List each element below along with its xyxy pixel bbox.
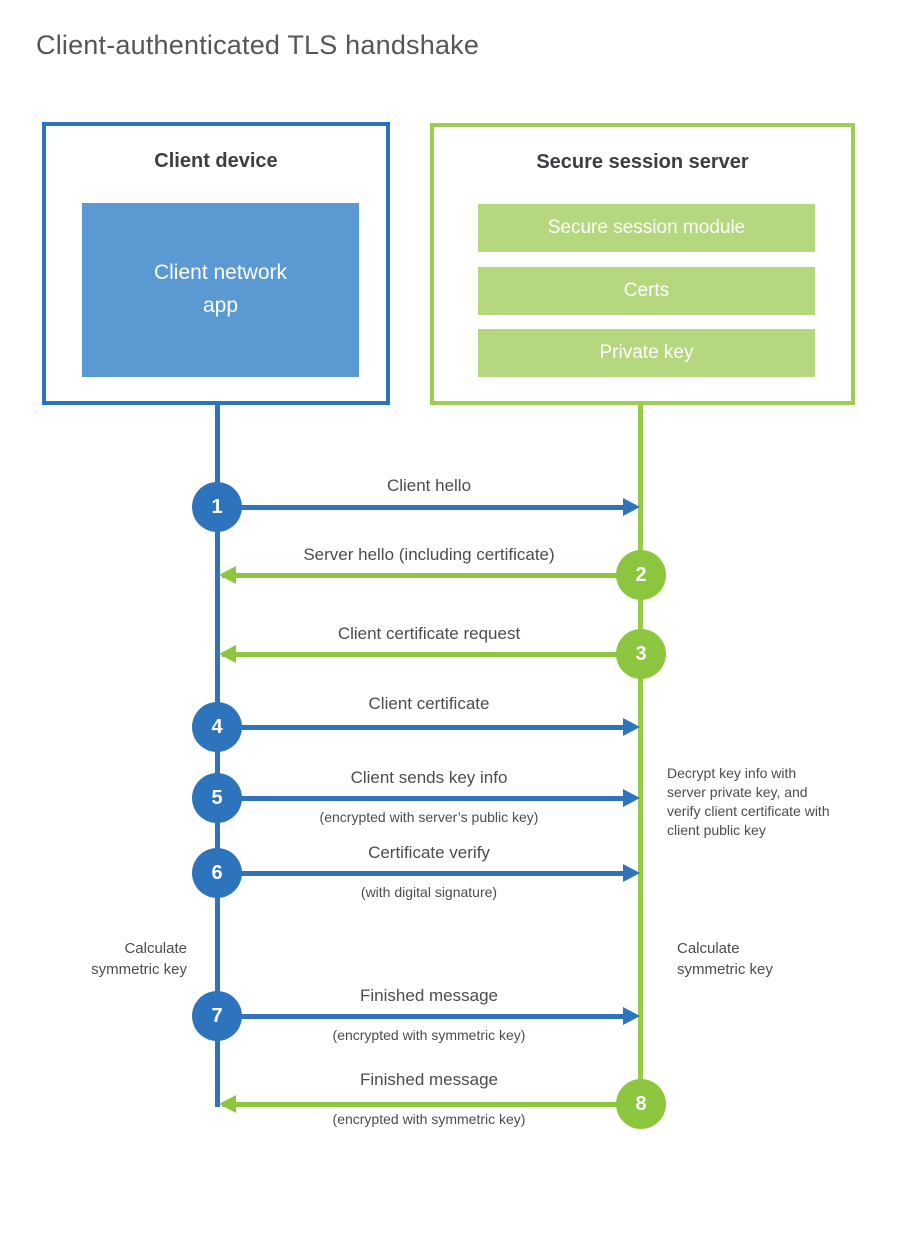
step-4-arrow (217, 718, 641, 736)
step-6-badge: 6 (192, 848, 242, 898)
step-3-badge: 3 (616, 629, 666, 679)
step-1-label: Client hello (386, 476, 472, 495)
step-2-arrow (217, 566, 641, 584)
calculate-symmetric-key-right: Calculate symmetric key (677, 940, 773, 978)
arrow-shaft (230, 796, 626, 801)
step-8-arrow (217, 1095, 641, 1113)
page-title: Client-authenticated TLS handshake (36, 30, 480, 60)
arrow-shaft (230, 1014, 626, 1019)
secure-session-server-title: Secure session server (536, 151, 749, 173)
arrow-shaft (222, 652, 628, 657)
server-lifeline (638, 404, 643, 1104)
step-7-badge: 7 (192, 991, 242, 1041)
step-7-sublabel: (encrypted with symmetric key) (332, 1027, 526, 1043)
arrowhead-right-icon (623, 718, 640, 736)
arrowhead-left-icon (219, 1095, 236, 1113)
step-5-arrow (217, 789, 641, 807)
step-7-arrow (217, 1007, 641, 1025)
step-1-badge: 1 (192, 482, 242, 532)
arrow-shaft (222, 1102, 628, 1107)
step-4-badge: 4 (192, 702, 242, 752)
arrowhead-right-icon (623, 864, 640, 882)
arrowhead-right-icon (623, 789, 640, 807)
server-module-certs: Certs (478, 267, 815, 315)
client-device-title: Client device (154, 150, 278, 172)
client-network-app-box: Client network app (82, 203, 359, 377)
step-4-label: Client certificate (368, 694, 490, 713)
step-5-label: Client sends key info (350, 768, 508, 787)
arrow-shaft (230, 505, 626, 510)
client-lifeline (215, 404, 220, 1107)
step-5-badge: 5 (192, 773, 242, 823)
arrow-shaft (230, 871, 626, 876)
arrow-shaft (222, 573, 628, 578)
step-5-sublabel: (encrypted with server’s public key) (319, 809, 539, 825)
client-device-box: Client device Client network app (42, 122, 390, 405)
step-6-sublabel: (with digital signature) (360, 884, 498, 900)
step-6-arrow (217, 864, 641, 882)
step-8-badge: 8 (616, 1079, 666, 1129)
arrowhead-left-icon (219, 645, 236, 663)
step-3-label: Client certificate request (337, 624, 521, 643)
arrowhead-right-icon (623, 1007, 640, 1025)
arrowhead-left-icon (219, 566, 236, 584)
step-3-arrow (217, 645, 641, 663)
decrypt-note: Decrypt key info with server private key… (667, 765, 830, 838)
step-7-label: Finished message (360, 986, 498, 1005)
step-6-label: Certificate verify (368, 843, 490, 862)
step-2-label: Server hello (including certificate) (303, 545, 555, 564)
step-8-sublabel: (encrypted with symmetric key) (332, 1111, 526, 1127)
secure-session-server-box: Secure session server Secure session mod… (430, 123, 855, 405)
arrowhead-right-icon (623, 498, 640, 516)
server-module-secure-session: Secure session module (478, 204, 815, 252)
calculate-symmetric-key-left: Calculate symmetric key (91, 940, 187, 978)
step-2-badge: 2 (616, 550, 666, 600)
step-1-arrow (217, 498, 641, 516)
step-8-label: Finished message (360, 1070, 498, 1089)
server-module-private-key: Private key (478, 329, 815, 377)
arrow-shaft (230, 725, 626, 730)
